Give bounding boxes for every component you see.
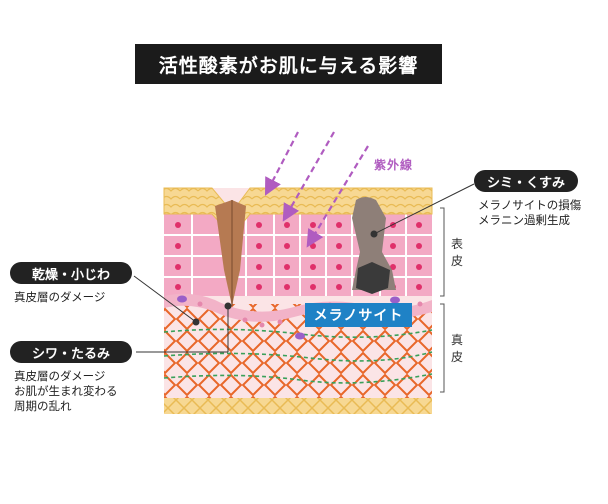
skin-bottom-layer xyxy=(164,398,432,414)
epidermis-char-1: 表 xyxy=(450,237,463,251)
dermis-char-1: 真 xyxy=(450,333,463,347)
melanocyte-cell xyxy=(356,262,390,294)
dermis-label: 真 皮 xyxy=(450,332,464,366)
melanocyte-label: メラノサイト xyxy=(305,303,412,327)
callout-wrinkle-line-2: お肌が生まれ変わる xyxy=(14,384,118,398)
callout-spot-line-2: メラニン過剰生成 xyxy=(478,213,570,227)
callout-wrinkle-line-1: 真皮層のダメージ xyxy=(14,369,106,383)
wrinkle-groove xyxy=(215,200,246,306)
callout-dry-line-1: 真皮層のダメージ xyxy=(14,290,106,304)
dermis-char-2: 皮 xyxy=(450,350,463,364)
epidermis-char-2: 皮 xyxy=(450,254,463,268)
epidermis-label: 表 皮 xyxy=(450,236,464,270)
uv-rays xyxy=(264,131,369,248)
page-title: 活性酸素がお肌に与える影響 xyxy=(135,44,442,84)
callout-dry-note: 真皮層のダメージ xyxy=(14,290,105,305)
callout-dry-label: 乾燥・小じわ xyxy=(10,262,132,284)
callout-wrinkle-label: シワ・たるみ xyxy=(10,341,132,363)
leader-dots xyxy=(192,230,378,326)
layer-brackets xyxy=(440,207,445,393)
callout-wrinkle-note: 真皮層のダメージ お肌が生まれ変わる 周期の乱れ xyxy=(14,369,118,414)
leader-lines xyxy=(133,183,475,353)
callout-wrinkle-line-3: 周期の乱れ xyxy=(14,399,72,413)
callout-spot-note: メラノサイトの損傷 メラニン過剰生成 xyxy=(478,198,581,228)
callout-spot-line-1: メラノサイトの損傷 xyxy=(478,198,582,212)
callout-spot-label: シミ・くすみ xyxy=(474,170,578,192)
uv-label: 紫外線 xyxy=(374,158,414,172)
